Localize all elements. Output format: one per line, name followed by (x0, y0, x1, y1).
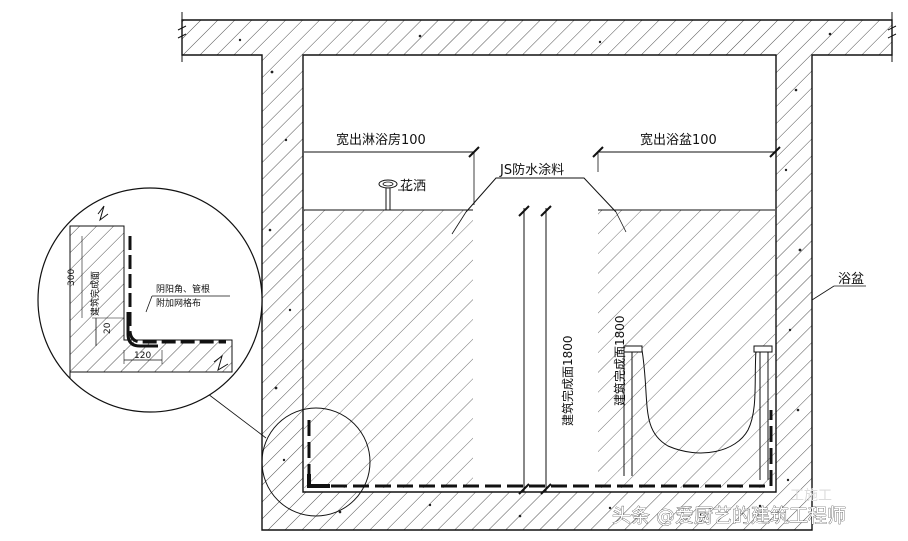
height-dimensions (518, 205, 552, 495)
detail-dim-width: 120 (134, 351, 151, 361)
detail-dim-wall-label: 建筑完成面 (89, 271, 101, 316)
shower-label: 花洒 (400, 178, 426, 194)
left-offset-label: 宽出淋浴房100 (336, 132, 426, 148)
concrete-structure (177, 12, 897, 531)
corner-callout-circle (207, 393, 371, 517)
detail-dim-height: 20 (103, 322, 113, 334)
right-offset-label: 宽出浴盆100 (640, 132, 717, 148)
bathtub-leader (811, 285, 866, 301)
waterproof-membrane (307, 410, 773, 488)
height-label-left: 建筑完成面1800 (560, 335, 575, 426)
watermark-badge: 工施工 (790, 488, 832, 504)
height-label-right: 建筑完成面1800 (612, 315, 627, 406)
coating-label: JS防水涂料 (499, 162, 564, 178)
enlarged-corner-detail: 阴阳角、管根 附加网格布 20 120 建筑完成面 300 (37, 187, 263, 413)
detail-dim-wall: 300 (67, 269, 77, 286)
width-dimensions (304, 146, 781, 205)
watermark-text: 头条 @爱厨艺的建筑工程师 (612, 505, 846, 527)
floor-fill (304, 177, 775, 488)
detail-note-line2: 附加网格布 (156, 297, 201, 309)
watermark: 工施工 头条 @爱厨艺的建筑工程师 (612, 488, 847, 527)
bathtub (623, 345, 773, 480)
bathtub-label: 浴盆 (838, 272, 864, 287)
detail-note-line1: 阴阳角、管根 (156, 283, 210, 295)
shower-head-icon (378, 179, 412, 210)
